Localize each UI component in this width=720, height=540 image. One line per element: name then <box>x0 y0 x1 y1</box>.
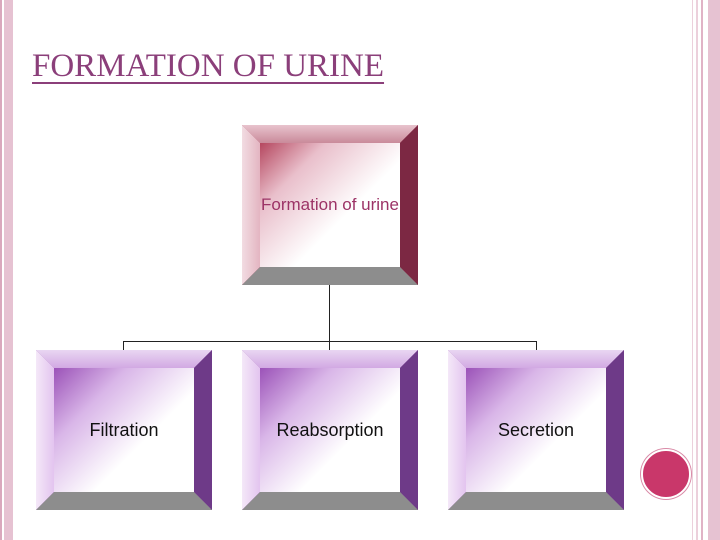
child-node-secretion: Secretion <box>448 350 624 510</box>
child-node-bevel-right <box>606 350 624 510</box>
child-node-bevel-bottom <box>242 492 418 510</box>
right-decorative-stripe <box>688 0 720 540</box>
child-node-bevel-left <box>448 350 466 510</box>
child-node-bevel-top <box>36 350 212 368</box>
child-node-bevel-bottom <box>36 492 212 510</box>
branch-connector-middle <box>329 341 330 350</box>
branch-connector-left <box>123 341 124 350</box>
left-decorative-stripe <box>0 0 13 540</box>
branch-connector-horizontal <box>123 341 537 342</box>
child-node-bevel-top <box>242 350 418 368</box>
child-node-label: Reabsorption <box>260 368 400 492</box>
slide-title: FORMATION OF URINE <box>32 48 385 84</box>
child-node-label: Secretion <box>466 368 606 492</box>
root-node-bevel-bottom <box>242 267 418 285</box>
child-node-label: Filtration <box>54 368 194 492</box>
branch-connector-right <box>536 341 537 350</box>
child-node-bevel-right <box>194 350 212 510</box>
root-node-bevel-top <box>242 125 418 143</box>
root-connector-vertical <box>329 285 330 342</box>
root-node-label: Formation of urine <box>260 143 400 267</box>
child-node-reabsorption: Reabsorption <box>242 350 418 510</box>
child-node-filtration: Filtration <box>36 350 212 510</box>
root-node: Formation of urine <box>242 125 418 285</box>
root-node-bevel-left <box>242 125 260 285</box>
child-node-bevel-right <box>400 350 418 510</box>
child-node-bevel-bottom <box>448 492 624 510</box>
child-node-bevel-left <box>36 350 54 510</box>
child-node-bevel-left <box>242 350 260 510</box>
root-node-bevel-right <box>400 125 418 285</box>
child-node-bevel-top <box>448 350 624 368</box>
accent-circle <box>641 449 691 499</box>
